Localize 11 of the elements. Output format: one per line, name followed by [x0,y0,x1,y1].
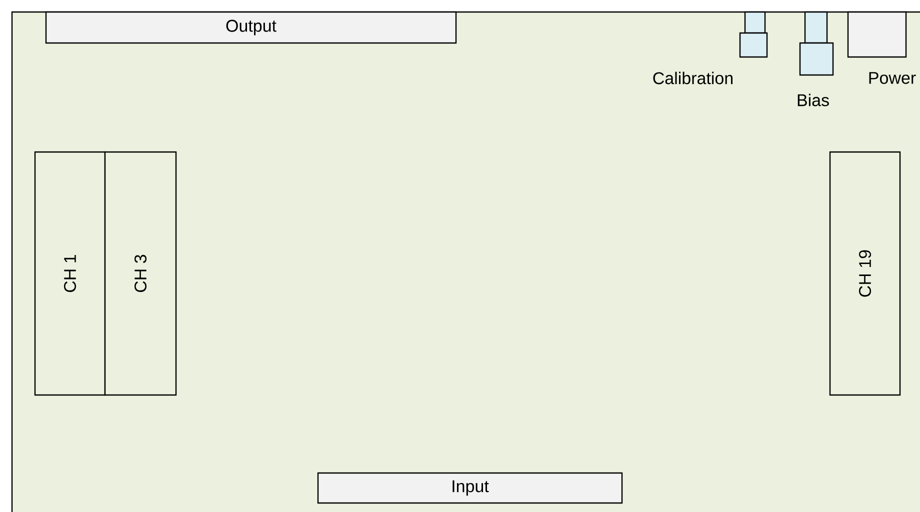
channel-slot: CH 19 [829,151,901,396]
connector: Bias [798,11,834,106]
node-label: Power [869,72,916,84]
connector: Power [847,11,916,84]
connector: Calibration [653,11,768,84]
channel-slot: CH 1 [34,151,106,396]
channel-slot: CH 3 [104,151,177,396]
connector-strip: Output [45,11,457,44]
node-label: Calibration [653,72,733,84]
node-label: Bias [798,94,829,106]
connector-strip: Input [317,472,623,504]
